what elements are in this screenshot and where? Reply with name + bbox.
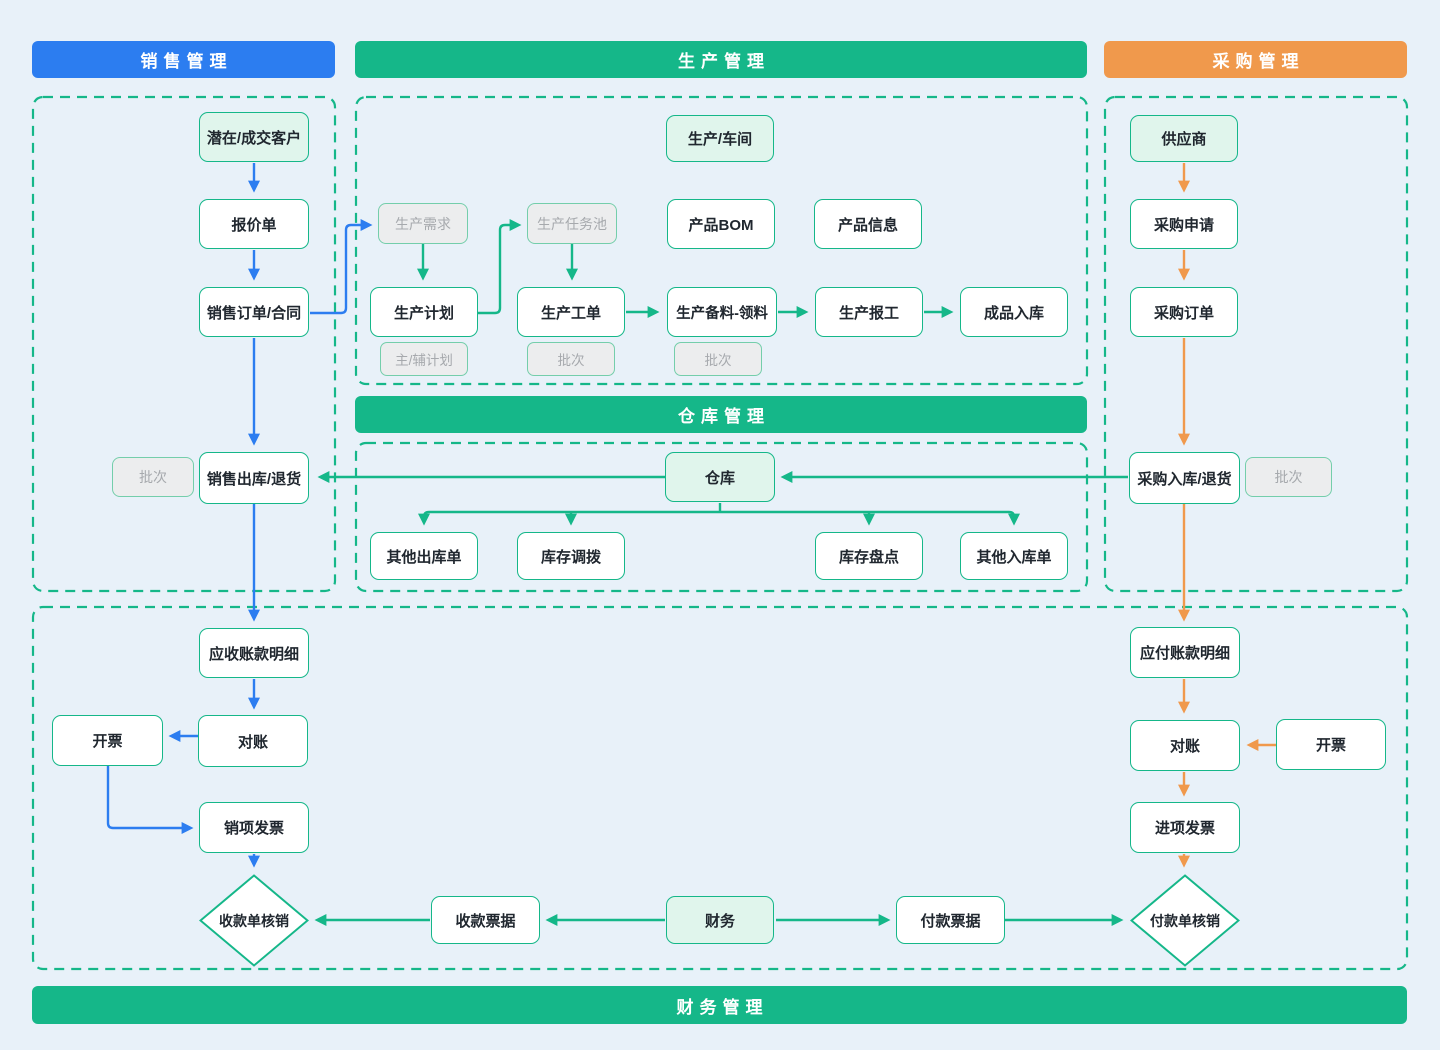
sales-section-header: 销售管理: [32, 41, 335, 78]
node-sales-invoice[interactable]: 销项发票: [199, 802, 309, 853]
node-payable-detail[interactable]: 应付账款明细: [1130, 627, 1240, 678]
node-production-plan[interactable]: 生产计划: [370, 287, 478, 337]
purchase-section-outline: [1103, 95, 1409, 593]
node-finance[interactable]: 财务: [666, 896, 774, 944]
node-purchase-inbound[interactable]: 采购入库/退货: [1129, 452, 1240, 504]
node-product-info[interactable]: 产品信息: [814, 199, 922, 249]
node-purchase-request[interactable]: 采购申请: [1130, 199, 1238, 249]
node-receipt-writeoff[interactable]: 收款单核销: [199, 874, 309, 967]
node-sales-outbound[interactable]: 销售出库/退货: [199, 452, 309, 504]
purchase-section-header: 采购管理: [1104, 41, 1407, 78]
node-reconciliation-receivable[interactable]: 对账: [198, 715, 308, 767]
node-invoicing-payable[interactable]: 开票: [1276, 719, 1386, 770]
node-reconciliation-payable[interactable]: 对账: [1130, 720, 1240, 771]
node-potential-customer[interactable]: 潜在/成交客户: [199, 112, 309, 162]
node-other-inbound[interactable]: 其他入库单: [960, 532, 1068, 580]
node-work-order-batch[interactable]: 批次: [527, 342, 615, 376]
node-receipt-note[interactable]: 收款票据: [431, 896, 540, 944]
node-other-outbound[interactable]: 其他出库单: [370, 532, 478, 580]
node-finished-inbound[interactable]: 成品入库: [960, 287, 1068, 337]
diamond-label: 收款单核销: [219, 912, 289, 929]
node-production-demand[interactable]: 生产需求: [378, 203, 468, 244]
sales-section-outline: [31, 95, 337, 593]
node-supplier[interactable]: 供应商: [1130, 115, 1238, 162]
node-quotation[interactable]: 报价单: [199, 199, 309, 249]
production-section-header: 生产管理: [355, 41, 1087, 78]
node-payment-writeoff[interactable]: 付款单核销: [1130, 874, 1240, 967]
node-production-workshop[interactable]: 生产/车间: [666, 115, 774, 162]
node-receivable-detail[interactable]: 应收账款明细: [199, 628, 309, 678]
node-material-batch[interactable]: 批次: [674, 342, 762, 376]
node-purchase-batch[interactable]: 批次: [1245, 457, 1332, 497]
node-production-material[interactable]: 生产备料-领料: [667, 287, 777, 337]
node-inventory-count[interactable]: 库存盘点: [815, 532, 923, 580]
node-sales-order[interactable]: 销售订单/合同: [199, 287, 309, 337]
node-purchase-order[interactable]: 采购订单: [1130, 287, 1238, 337]
node-production-task-pool[interactable]: 生产任务池: [527, 203, 617, 244]
node-production-work-order[interactable]: 生产工单: [517, 287, 625, 337]
node-payment-note[interactable]: 付款票据: [896, 896, 1005, 944]
diamond-label: 付款单核销: [1150, 912, 1220, 929]
node-product-bom[interactable]: 产品BOM: [667, 199, 775, 249]
node-input-invoice[interactable]: 进项发票: [1130, 802, 1240, 853]
node-main-aux-plan[interactable]: 主/辅计划: [380, 342, 468, 376]
node-invoicing-receivable[interactable]: 开票: [52, 715, 163, 766]
finance-section-header: 财务管理: [32, 986, 1407, 1024]
node-production-report[interactable]: 生产报工: [815, 287, 923, 337]
warehouse-section-header: 仓库管理: [355, 396, 1087, 433]
node-sales-batch[interactable]: 批次: [112, 457, 194, 497]
node-inventory-transfer[interactable]: 库存调拨: [517, 532, 625, 580]
node-warehouse[interactable]: 仓库: [665, 452, 775, 502]
